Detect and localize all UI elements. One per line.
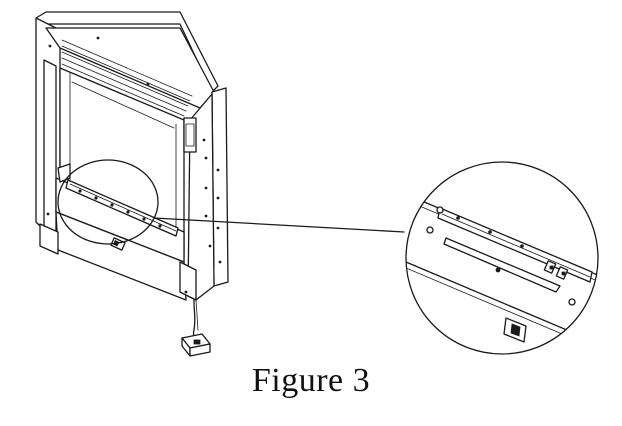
side-screws: [46, 36, 222, 294]
zoom-recess: [443, 237, 561, 293]
rail-screws: [78, 189, 162, 228]
detail-leader-line: [153, 217, 405, 233]
fireplace-insert-drawing: [35, 11, 599, 357]
right-side-panel: [211, 87, 229, 287]
left-upright: [43, 59, 57, 233]
unit-top-surface: [35, 11, 219, 93]
figure-caption: Figure 3: [251, 362, 371, 399]
zoom-bracket: [543, 260, 569, 280]
zoom-switch: [503, 317, 527, 343]
left-foot: [39, 223, 59, 255]
detail-callout-circle: [57, 159, 159, 245]
fireplace-unit: [35, 11, 229, 357]
bottom-rail: [65, 179, 179, 237]
side-bracket: [183, 117, 197, 153]
zoomed-detail: [405, 161, 599, 355]
zoom-view-circle: [405, 161, 599, 355]
